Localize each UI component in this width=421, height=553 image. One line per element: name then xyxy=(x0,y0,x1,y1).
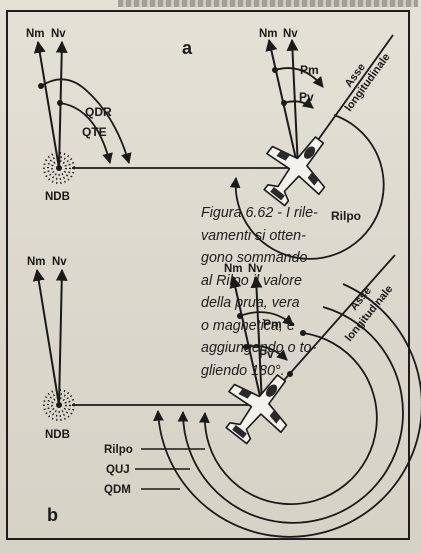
panel-a-qte-label: QTE xyxy=(82,125,107,139)
panel-a-left-arcs xyxy=(40,78,132,165)
panel-a-rilpo-arc xyxy=(229,114,385,260)
panel-a-heading-dot-1 xyxy=(272,67,278,73)
panel-a-arc-dot-2 xyxy=(57,100,63,106)
panel-a-pv-label: Pv xyxy=(299,90,314,104)
caption-line: al Rilpo il valore xyxy=(201,272,302,289)
panel-b-ndb-label: NDB xyxy=(45,429,70,441)
panel-b-rilpo-label: Rilpo xyxy=(104,444,133,456)
panel-a-right-nv-label: Nv xyxy=(283,28,298,40)
panel-a-heading-dot-2 xyxy=(281,100,287,106)
panel-b-bearing-arcs xyxy=(153,283,421,538)
panel-b-letter: b xyxy=(47,505,58,525)
panel-a-qdr-label: QDR xyxy=(85,105,112,119)
panel-b-right-nm-label: Nm xyxy=(224,263,243,275)
panel-b-pm-label: Pm xyxy=(263,317,282,331)
caption-line: gono sommando xyxy=(201,250,308,266)
caption-line: aggiungendo o to- xyxy=(201,340,317,356)
panel-a-ndb-label: NDB xyxy=(45,191,70,203)
panel-b-label-leaders xyxy=(135,448,205,490)
panel-b-quj-label: QUJ xyxy=(106,464,130,476)
panel-a xyxy=(33,34,394,260)
panel-b-qdm-label: QDM xyxy=(104,484,131,496)
figure-frame xyxy=(6,10,410,540)
panel-b-pv-label: Pv xyxy=(259,347,274,361)
cropped-text-strip xyxy=(118,0,418,7)
panel-b-right-nv-label: Nv xyxy=(248,263,263,275)
figure-caption: Figura 6.62 - I rile- vamenti si otten- … xyxy=(201,202,327,382)
panel-b-right-north-lines xyxy=(229,275,263,406)
panel-b xyxy=(32,254,421,538)
panel-a-pm-label: Pm xyxy=(300,63,319,77)
caption-line: gliendo 180°. xyxy=(201,362,285,379)
caption-line: vamenti si otten- xyxy=(201,227,306,244)
panel-b-heading-dot-2 xyxy=(243,344,249,350)
caption-line: Figura 6.62 - I rile- xyxy=(201,205,318,221)
panel-b-left-nv-label: Nv xyxy=(52,256,67,268)
panel-a-rilpo-label: Rilpo xyxy=(331,209,361,223)
panel-a-arc-dot-1 xyxy=(38,83,44,89)
caption-line: o magnetica, e xyxy=(201,317,295,334)
panel-a-right-nm-label: Nm xyxy=(259,28,278,40)
panel-a-letter: a xyxy=(182,38,193,58)
panel-a-left-nv-label: Nv xyxy=(51,28,66,40)
panel-b-heading-dot-1 xyxy=(237,313,243,319)
panel-b-left-nm-label: Nm xyxy=(27,256,46,268)
panel-b-axis-dot-2 xyxy=(287,371,293,377)
caption-line: della prua, vera xyxy=(201,295,300,311)
panel-a-left-nm-label: Nm xyxy=(26,28,45,40)
panel-b-left-north-lines xyxy=(32,268,68,406)
panel-b-heading-arcs xyxy=(239,311,294,361)
